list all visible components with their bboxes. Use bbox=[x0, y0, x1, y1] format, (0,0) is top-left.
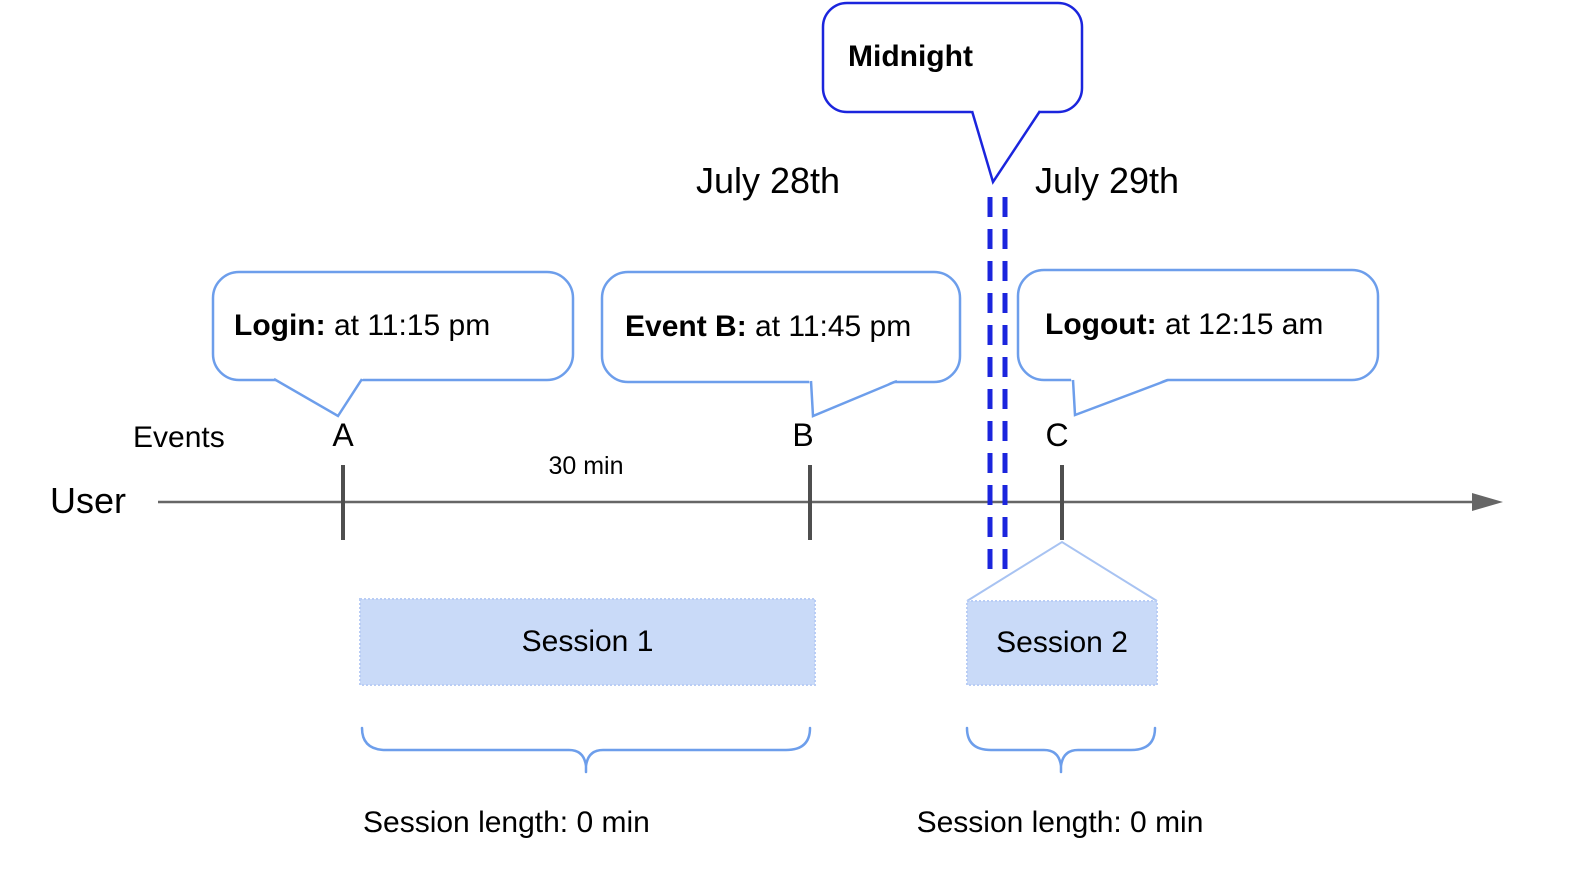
event-letter-b: B bbox=[792, 417, 814, 453]
session2-length-label: Session length: 0 min bbox=[916, 806, 1204, 839]
session1-length-label: Session length: 0 min bbox=[363, 806, 650, 839]
event-letter-a: A bbox=[332, 417, 354, 453]
login-callout-text: Login: at 11:15 pm bbox=[213, 272, 573, 380]
logout-callout-label: Logout: bbox=[1045, 308, 1157, 341]
eventb-callout-bubble bbox=[600, 270, 962, 384]
events-row-label: Events bbox=[133, 421, 225, 454]
session1-box bbox=[359, 598, 816, 686]
midnight-callout-tail bbox=[970, 110, 1042, 185]
session2-brace bbox=[965, 726, 1157, 774]
logout-callout-bubble bbox=[1016, 268, 1380, 382]
session2-connector bbox=[966, 540, 1158, 602]
session2-box bbox=[966, 600, 1158, 686]
eventb-callout-tail-fill bbox=[809, 379, 898, 416]
interval-label: 30 min bbox=[548, 452, 624, 480]
timeline-arrowhead-icon bbox=[1472, 493, 1503, 511]
logout-callout-time: at 12:15 am bbox=[1156, 308, 1324, 341]
eventb-callout-label: Event B: bbox=[625, 310, 747, 343]
date-july-28: July 28th bbox=[695, 160, 841, 201]
midnight-label: Midnight bbox=[848, 40, 973, 73]
login-callout-tail bbox=[273, 377, 364, 418]
logout-callout-tail-fill bbox=[1071, 378, 1169, 415]
login-callout-label: Login: bbox=[234, 309, 326, 342]
eventb-callout-time: at 11:45 pm bbox=[746, 310, 912, 343]
session1-label: Session 1 bbox=[521, 625, 654, 658]
login-callout-tail-fill bbox=[272, 377, 364, 416]
login-callout-time: at 11:15 pm bbox=[325, 309, 491, 342]
session1-brace bbox=[360, 726, 812, 774]
eventb-callout-tail bbox=[809, 379, 898, 418]
user-row-label: User bbox=[50, 480, 127, 521]
logout-callout-tail bbox=[1071, 378, 1169, 417]
event-letter-c: C bbox=[1045, 417, 1069, 453]
logout-callout-text: Logout: at 12:15 am bbox=[1018, 270, 1378, 380]
date-july-29: July 29th bbox=[1034, 160, 1180, 201]
eventb-callout-text: Event B: at 11:45 pm bbox=[602, 272, 960, 382]
midnight-callout-bubble bbox=[821, 1, 1084, 114]
session2-label: Session 2 bbox=[996, 626, 1128, 659]
login-callout-bubble bbox=[211, 270, 575, 382]
